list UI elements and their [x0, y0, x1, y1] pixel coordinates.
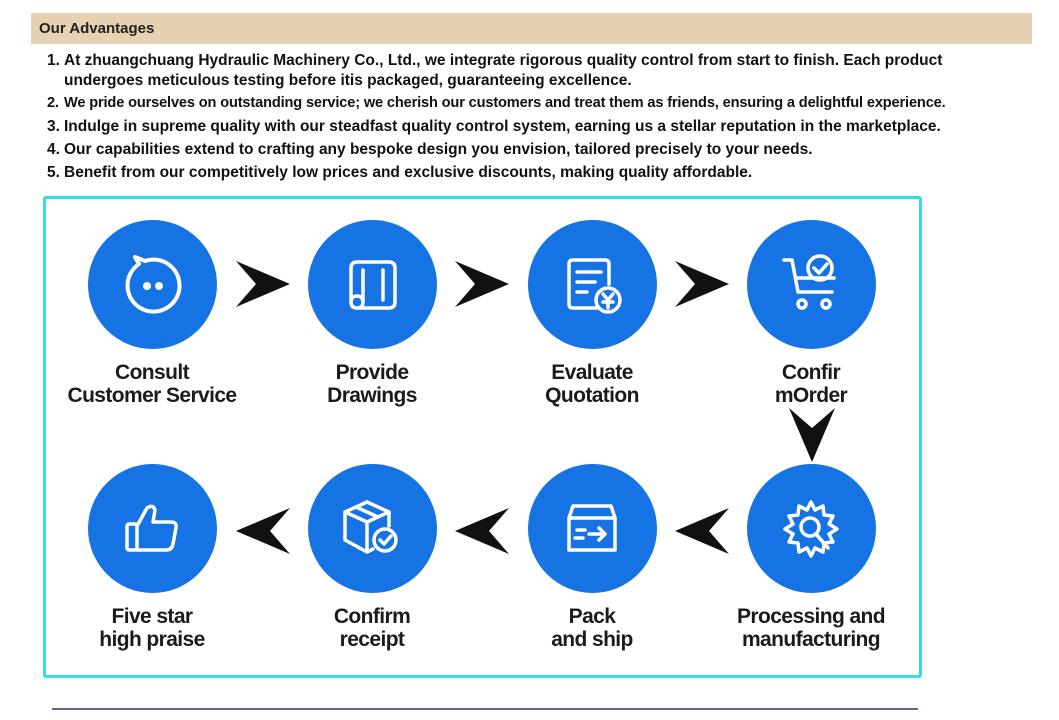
step-label-line: mOrder	[774, 384, 848, 407]
advantage-text: At zhuangchuang Hydraulic Machinery Co.,…	[64, 52, 943, 89]
advantage-text: Indulge in supreme quality with our stea…	[64, 117, 941, 135]
advantage-number: 4.	[47, 140, 60, 158]
step-consult: Consult Customer Service	[42, 220, 262, 407]
arrow-left-icon	[455, 508, 509, 554]
step-provide-drawings: Provide Drawings	[262, 220, 482, 407]
step-label-line: Consult	[115, 361, 190, 384]
step-five-star: Five star high praise	[42, 464, 262, 651]
advantages-list: 1. At zhuangchuang Hydraulic Machinery C…	[47, 51, 1007, 186]
step-label-line: Quotation	[545, 384, 639, 407]
arrow-left-icon	[236, 508, 290, 554]
step-label: Five star high praise	[42, 605, 262, 651]
step-confirm-receipt: Confirm receipt	[262, 464, 482, 651]
step-label: Evaluate Quotation	[482, 361, 702, 407]
step-label-line: Confirm	[333, 605, 411, 628]
gear-wrench-icon	[746, 464, 876, 593]
advantage-number: 2.	[47, 94, 59, 111]
arrow-right-icon	[675, 261, 729, 307]
step-label-line: manufacturing	[741, 628, 881, 651]
section-title: Our Advantages	[39, 20, 155, 37]
advantage-item: 5. Benefit from our competitively low pr…	[47, 163, 1007, 183]
step-pack-ship: Pack and ship	[482, 464, 702, 651]
step-processing-manufacturing: Processing and manufacturing	[701, 464, 921, 651]
step-label: Processing and manufacturing	[701, 605, 921, 651]
arrow-down-icon	[789, 408, 835, 462]
shipping-box-icon	[527, 464, 657, 593]
step-label-line: Pack	[568, 605, 616, 628]
step-label-line: receipt	[339, 628, 405, 651]
step-label-line: Provide	[335, 361, 409, 384]
step-label-line: Customer Service	[67, 384, 238, 407]
arrow-left-icon	[675, 508, 729, 554]
advantage-item: 1. At zhuangchuang Hydraulic Machinery C…	[47, 51, 1007, 90]
step-label-line: Processing and	[737, 605, 886, 628]
step-label-line: and ship	[551, 628, 633, 651]
step-label-line: high praise	[99, 628, 205, 651]
step-label: Confirm receipt	[262, 605, 482, 651]
step-label: Confir mOrder	[701, 361, 921, 407]
step-label: Consult Customer Service	[42, 361, 262, 407]
chat-bubble-icon	[87, 220, 217, 349]
divider	[52, 708, 918, 710]
advantage-number: 5.	[47, 163, 60, 181]
package-check-icon	[307, 464, 437, 593]
cart-check-icon	[746, 220, 876, 349]
advantage-item: 3. Indulge in supreme quality with our s…	[47, 117, 1007, 137]
arrow-right-icon	[455, 261, 509, 307]
advantage-text: We pride ourselves on outstanding servic…	[64, 94, 946, 111]
step-label-line: Confir	[781, 361, 841, 384]
step-label: Pack and ship	[482, 605, 702, 651]
advantage-text: Our capabilities extend to crafting any …	[64, 140, 813, 158]
step-label-line: Evaluate	[551, 361, 633, 384]
step-evaluate-quotation: Evaluate Quotation	[482, 220, 702, 407]
advantage-item: 2. We pride ourselves on outstanding ser…	[47, 94, 1007, 114]
step-label-line: Five star	[111, 605, 194, 628]
step-confirm-order: Confir mOrder	[701, 220, 921, 407]
section-header: Our Advantages	[31, 13, 1032, 44]
advantage-item: 4. Our capabilities extend to crafting a…	[47, 140, 1007, 160]
step-label: Provide Drawings	[262, 361, 482, 407]
step-label-line: Drawings	[327, 384, 417, 407]
thumbs-up-icon	[87, 464, 217, 593]
scroll-drawing-icon	[307, 220, 437, 349]
quotation-yen-icon	[527, 220, 657, 349]
advantage-text: Benefit from our competitively low price…	[64, 163, 753, 181]
arrow-right-icon	[236, 261, 290, 307]
advantage-number: 3.	[47, 117, 60, 135]
advantage-number: 1.	[47, 52, 60, 69]
